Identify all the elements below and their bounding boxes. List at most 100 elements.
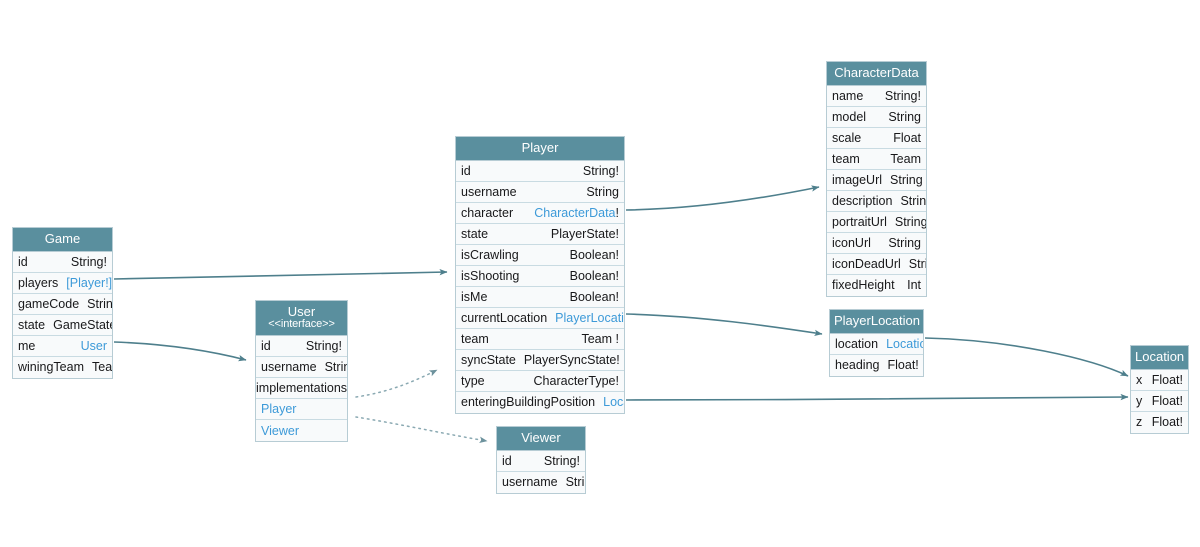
field-type-ref[interactable]: Location — [886, 336, 923, 351]
entity-location[interactable]: Location x Float! y Float! z Float! — [1130, 345, 1189, 434]
entity-game[interactable]: Game id String! players [Player!] gameCo… — [12, 227, 113, 379]
field-name: type — [461, 373, 485, 388]
field-name: id — [502, 453, 512, 468]
field-row[interactable]: description String — [827, 190, 926, 212]
field-row[interactable]: username String — [497, 471, 585, 493]
edge-game-players-to-player — [113, 268, 448, 280]
field-name: username — [261, 360, 317, 375]
entity-user-stereotype: <<interface>> — [268, 317, 335, 330]
field-row[interactable]: character CharacterData! — [456, 202, 624, 224]
implementation-row[interactable]: Viewer — [256, 420, 347, 442]
field-row[interactable]: me User — [13, 335, 112, 357]
edge-player-character-to-characterdata — [625, 185, 820, 211]
field-row[interactable]: team Team ! — [456, 328, 624, 350]
field-name: isCrawling — [461, 247, 519, 262]
field-type-ref[interactable]: PlayerLocation — [555, 310, 624, 325]
field-row[interactable]: id String! — [456, 160, 624, 182]
field-type[interactable]: Location — [603, 395, 624, 410]
field-name: username — [461, 184, 517, 199]
implementation-name[interactable]: Player — [261, 402, 297, 417]
entity-game-title: Game — [13, 228, 112, 252]
edge-playerlocation-location-to-location — [924, 337, 1129, 377]
entity-player[interactable]: Player id String! username String charac… — [455, 136, 625, 414]
field-type: String — [900, 193, 926, 208]
field-row[interactable]: location Location! — [830, 333, 923, 355]
field-row[interactable]: currentLocation PlayerLocation! — [456, 307, 624, 329]
field-row[interactable]: isCrawling Boolean! — [456, 244, 624, 266]
field-row[interactable]: portraitUrl String — [827, 211, 926, 233]
field-row[interactable]: isShooting Boolean! — [456, 265, 624, 287]
field-row[interactable]: iconDeadUrl String — [827, 253, 926, 275]
field-row[interactable]: syncState PlayerSyncState! — [456, 349, 624, 371]
field-name: location — [835, 336, 879, 351]
field-row[interactable]: enteringBuildingPosition Location — [456, 391, 624, 413]
implementation-row[interactable]: Player — [256, 399, 347, 421]
field-type: Team — [92, 360, 112, 375]
field-name: scale — [832, 130, 862, 145]
field-name: state — [18, 317, 46, 332]
field-name: portraitUrl — [832, 214, 887, 229]
field-row[interactable]: name String! — [827, 85, 926, 107]
field-row[interactable]: isMe Boolean! — [456, 286, 624, 308]
entity-character-data-title: CharacterData — [827, 62, 926, 86]
field-row[interactable]: id String! — [497, 450, 585, 472]
field-row[interactable]: username String — [456, 181, 624, 203]
field-name: syncState — [461, 352, 516, 367]
field-name: isMe — [461, 289, 488, 304]
field-type: Int — [907, 278, 921, 293]
field-name: iconUrl — [832, 235, 871, 250]
field-row[interactable]: id String! — [256, 336, 347, 358]
field-row[interactable]: type CharacterType! — [456, 370, 624, 392]
field-name: iconDeadUrl — [832, 256, 901, 271]
field-row[interactable]: x Float! — [1131, 369, 1188, 391]
field-row[interactable]: iconUrl String — [827, 232, 926, 254]
field-name: imageUrl — [832, 172, 883, 187]
edge-game-me-to-user — [113, 341, 247, 362]
field-row[interactable]: imageUrl String — [827, 169, 926, 191]
implementation-name[interactable]: Viewer — [261, 423, 299, 438]
field-name: id — [18, 254, 28, 269]
entity-location-title: Location — [1131, 346, 1188, 370]
field-name: description — [832, 193, 893, 208]
field-type: Boolean! — [569, 289, 619, 304]
field-type[interactable]: User — [80, 338, 107, 353]
field-name: team — [832, 151, 860, 166]
entity-user[interactable]: User <<interface>> id String! username S… — [255, 300, 348, 443]
field-type: String — [888, 235, 921, 250]
field-type[interactable]: [Player!] — [66, 275, 112, 290]
field-type: CharacterType! — [533, 373, 619, 388]
implementations-label: implementations — [256, 381, 347, 396]
field-row[interactable]: y Float! — [1131, 390, 1188, 412]
field-type: String — [888, 109, 921, 124]
entity-viewer-title: Viewer — [497, 427, 585, 451]
field-row[interactable]: state GameState! — [13, 314, 112, 336]
field-type: String! — [543, 453, 580, 468]
field-row[interactable]: winingTeam Team — [13, 356, 112, 378]
field-row[interactable]: id String! — [13, 251, 112, 273]
field-row[interactable]: state PlayerState! — [456, 223, 624, 245]
field-name: me — [18, 338, 36, 353]
field-row[interactable]: gameCode String! — [13, 293, 112, 315]
field-type-ref[interactable]: CharacterData — [534, 205, 616, 220]
field-row[interactable]: scale Float — [827, 127, 926, 149]
field-type: String — [894, 214, 926, 229]
field-name: enteringBuildingPosition — [461, 395, 596, 410]
field-type: String! — [582, 163, 619, 178]
field-row[interactable]: team Team — [827, 148, 926, 170]
field-type: String — [908, 256, 926, 271]
field-row[interactable]: model String — [827, 106, 926, 128]
field-name: isShooting — [461, 268, 520, 283]
field-type[interactable]: PlayerLocation! — [547, 311, 624, 325]
field-name: z — [1136, 415, 1143, 430]
field-type[interactable]: Location! — [878, 337, 923, 351]
field-row[interactable]: heading Float! — [830, 354, 923, 376]
field-type[interactable]: CharacterData! — [526, 206, 619, 220]
field-row[interactable]: username String — [256, 357, 347, 379]
entity-player-location[interactable]: PlayerLocation location Location! headin… — [829, 309, 924, 377]
field-row[interactable]: z Float! — [1131, 411, 1188, 433]
field-row[interactable]: fixedHeight Int — [827, 274, 926, 296]
entity-viewer[interactable]: Viewer id String! username String — [496, 426, 586, 494]
field-name: currentLocation — [461, 310, 548, 325]
field-row[interactable]: players [Player!] — [13, 272, 112, 294]
entity-character-data[interactable]: CharacterData name String! model String … — [826, 61, 927, 297]
